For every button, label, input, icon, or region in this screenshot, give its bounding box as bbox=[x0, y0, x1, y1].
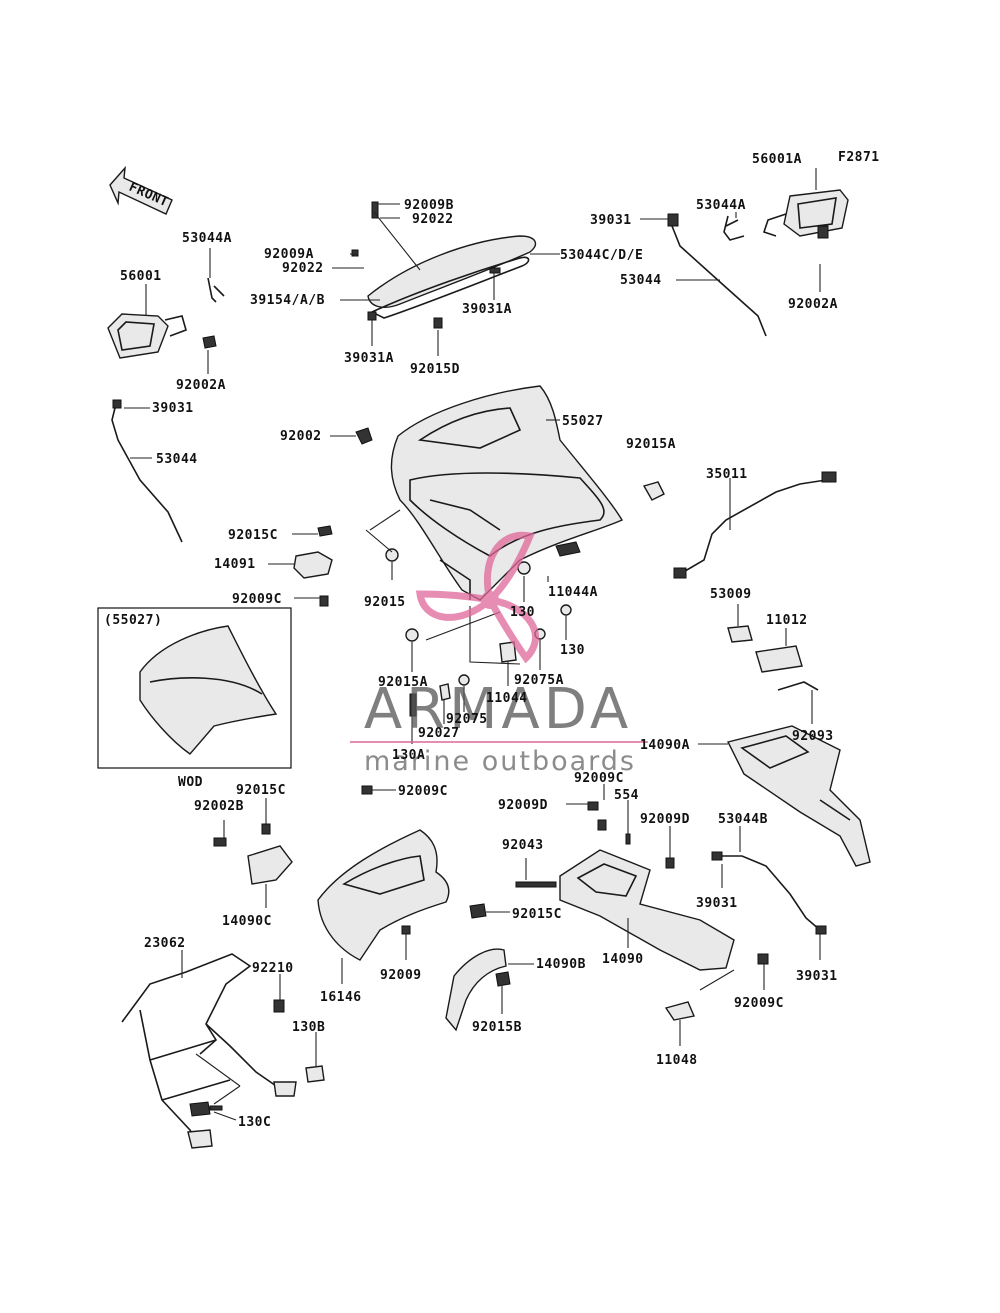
part-label: 92002A bbox=[788, 297, 838, 312]
part-label: 92210 bbox=[252, 961, 294, 976]
part-label: 23062 bbox=[144, 936, 186, 951]
upper-cowl-part bbox=[390, 385, 624, 601]
part-label: 35011 bbox=[706, 467, 748, 482]
clip-part bbox=[355, 427, 373, 445]
part-label: 92022 bbox=[282, 261, 324, 276]
part-label: 92009C bbox=[232, 592, 282, 607]
tray-14090-part bbox=[559, 849, 735, 971]
part-label: 39154/A/B bbox=[250, 293, 325, 308]
part-label: 53044A bbox=[696, 198, 746, 213]
left-cable-end-part bbox=[112, 399, 122, 409]
part-label: 11048 bbox=[656, 1053, 698, 1068]
part-label: 92043 bbox=[502, 838, 544, 853]
part-label: 92009A bbox=[264, 247, 314, 262]
part-label: 55027 bbox=[562, 414, 604, 429]
part-label: 92015B bbox=[472, 1020, 522, 1035]
figure-code: F2871 bbox=[838, 150, 880, 165]
part-label: 554 bbox=[614, 788, 639, 803]
part-label: 130 bbox=[560, 643, 585, 658]
part-label: 92075 bbox=[446, 712, 488, 727]
watermark-brand: ARMADA bbox=[364, 677, 632, 742]
cable-35011-part bbox=[679, 479, 827, 575]
part-label: 92015A bbox=[626, 437, 676, 452]
part-label: 14090 bbox=[602, 952, 644, 967]
part-label: 92009C bbox=[398, 784, 448, 799]
part-label: 39031A bbox=[462, 302, 512, 317]
part-label: 11012 bbox=[766, 613, 808, 628]
part-label: 92027 bbox=[418, 726, 460, 741]
part-label: 130 bbox=[510, 605, 535, 620]
part-label: 14090A bbox=[640, 738, 690, 753]
part-label: 92015C bbox=[236, 783, 286, 798]
right-mirror-part bbox=[762, 189, 849, 239]
part-labels: 56001A 92009B 92022 39031 53044A 53044A … bbox=[120, 152, 838, 1130]
part-label: 11044 bbox=[486, 691, 528, 706]
part-label: 53009 bbox=[710, 587, 752, 602]
part-label: 92015 bbox=[364, 595, 406, 610]
part-label: 92075A bbox=[514, 673, 564, 688]
part-label: 92015C bbox=[512, 907, 562, 922]
mirror-holder-left-part bbox=[207, 277, 225, 303]
part-label: 92002A bbox=[176, 378, 226, 393]
part-label: 39031A bbox=[344, 351, 394, 366]
part-label: 14090B bbox=[536, 957, 586, 972]
part-label: 92022 bbox=[412, 212, 454, 227]
watermark: ARMADA marine outboards bbox=[350, 531, 648, 777]
part-label: 53044C/D/E bbox=[560, 248, 643, 263]
part-label: 130B bbox=[292, 1020, 325, 1035]
part-label: 92009C bbox=[734, 996, 784, 1011]
part-label: 92009D bbox=[498, 798, 548, 813]
cable-53044B-part bbox=[716, 855, 821, 931]
part-label: 92002B bbox=[194, 799, 244, 814]
part-label: 39031 bbox=[696, 896, 738, 911]
inset-caption: WOD bbox=[178, 775, 203, 790]
part-label: 92015D bbox=[410, 362, 460, 377]
propeller-logo-icon bbox=[415, 531, 539, 664]
part-label: 92093 bbox=[792, 729, 834, 744]
part-label: 130C bbox=[238, 1115, 271, 1130]
part-label: 92015C bbox=[228, 528, 278, 543]
front-arrow-icon: FRONT bbox=[109, 165, 173, 215]
inset-box: (55027) WOD bbox=[97, 607, 292, 790]
part-label: 53044A bbox=[182, 231, 232, 246]
part-label: 56001A bbox=[752, 152, 802, 167]
part-label: 14090C bbox=[222, 914, 272, 929]
part-label: 92009B bbox=[404, 198, 454, 213]
part-label: 53044 bbox=[620, 273, 662, 288]
part-label: 39031 bbox=[590, 213, 632, 228]
leader-lines bbox=[124, 168, 821, 1121]
part-label: 39031 bbox=[152, 401, 194, 416]
part-label: 16146 bbox=[320, 990, 362, 1005]
part-label: 56001 bbox=[120, 269, 162, 284]
part-label: 14091 bbox=[214, 557, 256, 572]
frame-23062-part bbox=[121, 953, 297, 1149]
part-label: 92009D bbox=[640, 812, 690, 827]
right-cable-part bbox=[671, 225, 767, 337]
watermark-tagline: marine outboards bbox=[364, 746, 636, 777]
part-label: 92015A bbox=[378, 675, 428, 690]
part-label: 92009 bbox=[380, 968, 422, 983]
panel-16146-part bbox=[317, 829, 450, 961]
mirror-holder-right-part bbox=[723, 215, 745, 241]
part-label: 92002 bbox=[280, 429, 322, 444]
inset-title: (55027) bbox=[104, 613, 162, 628]
tray-14090A-part bbox=[726, 725, 871, 867]
part-label: 53044B bbox=[718, 812, 768, 827]
part-label: 130A bbox=[392, 748, 425, 763]
part-label: 39031 bbox=[796, 969, 838, 984]
left-mirror-part bbox=[107, 313, 217, 359]
part-label: 92009C bbox=[574, 771, 624, 786]
left-cable-part bbox=[111, 403, 183, 543]
part-label: 53044 bbox=[156, 452, 198, 467]
part-label: 11044A bbox=[548, 585, 598, 600]
